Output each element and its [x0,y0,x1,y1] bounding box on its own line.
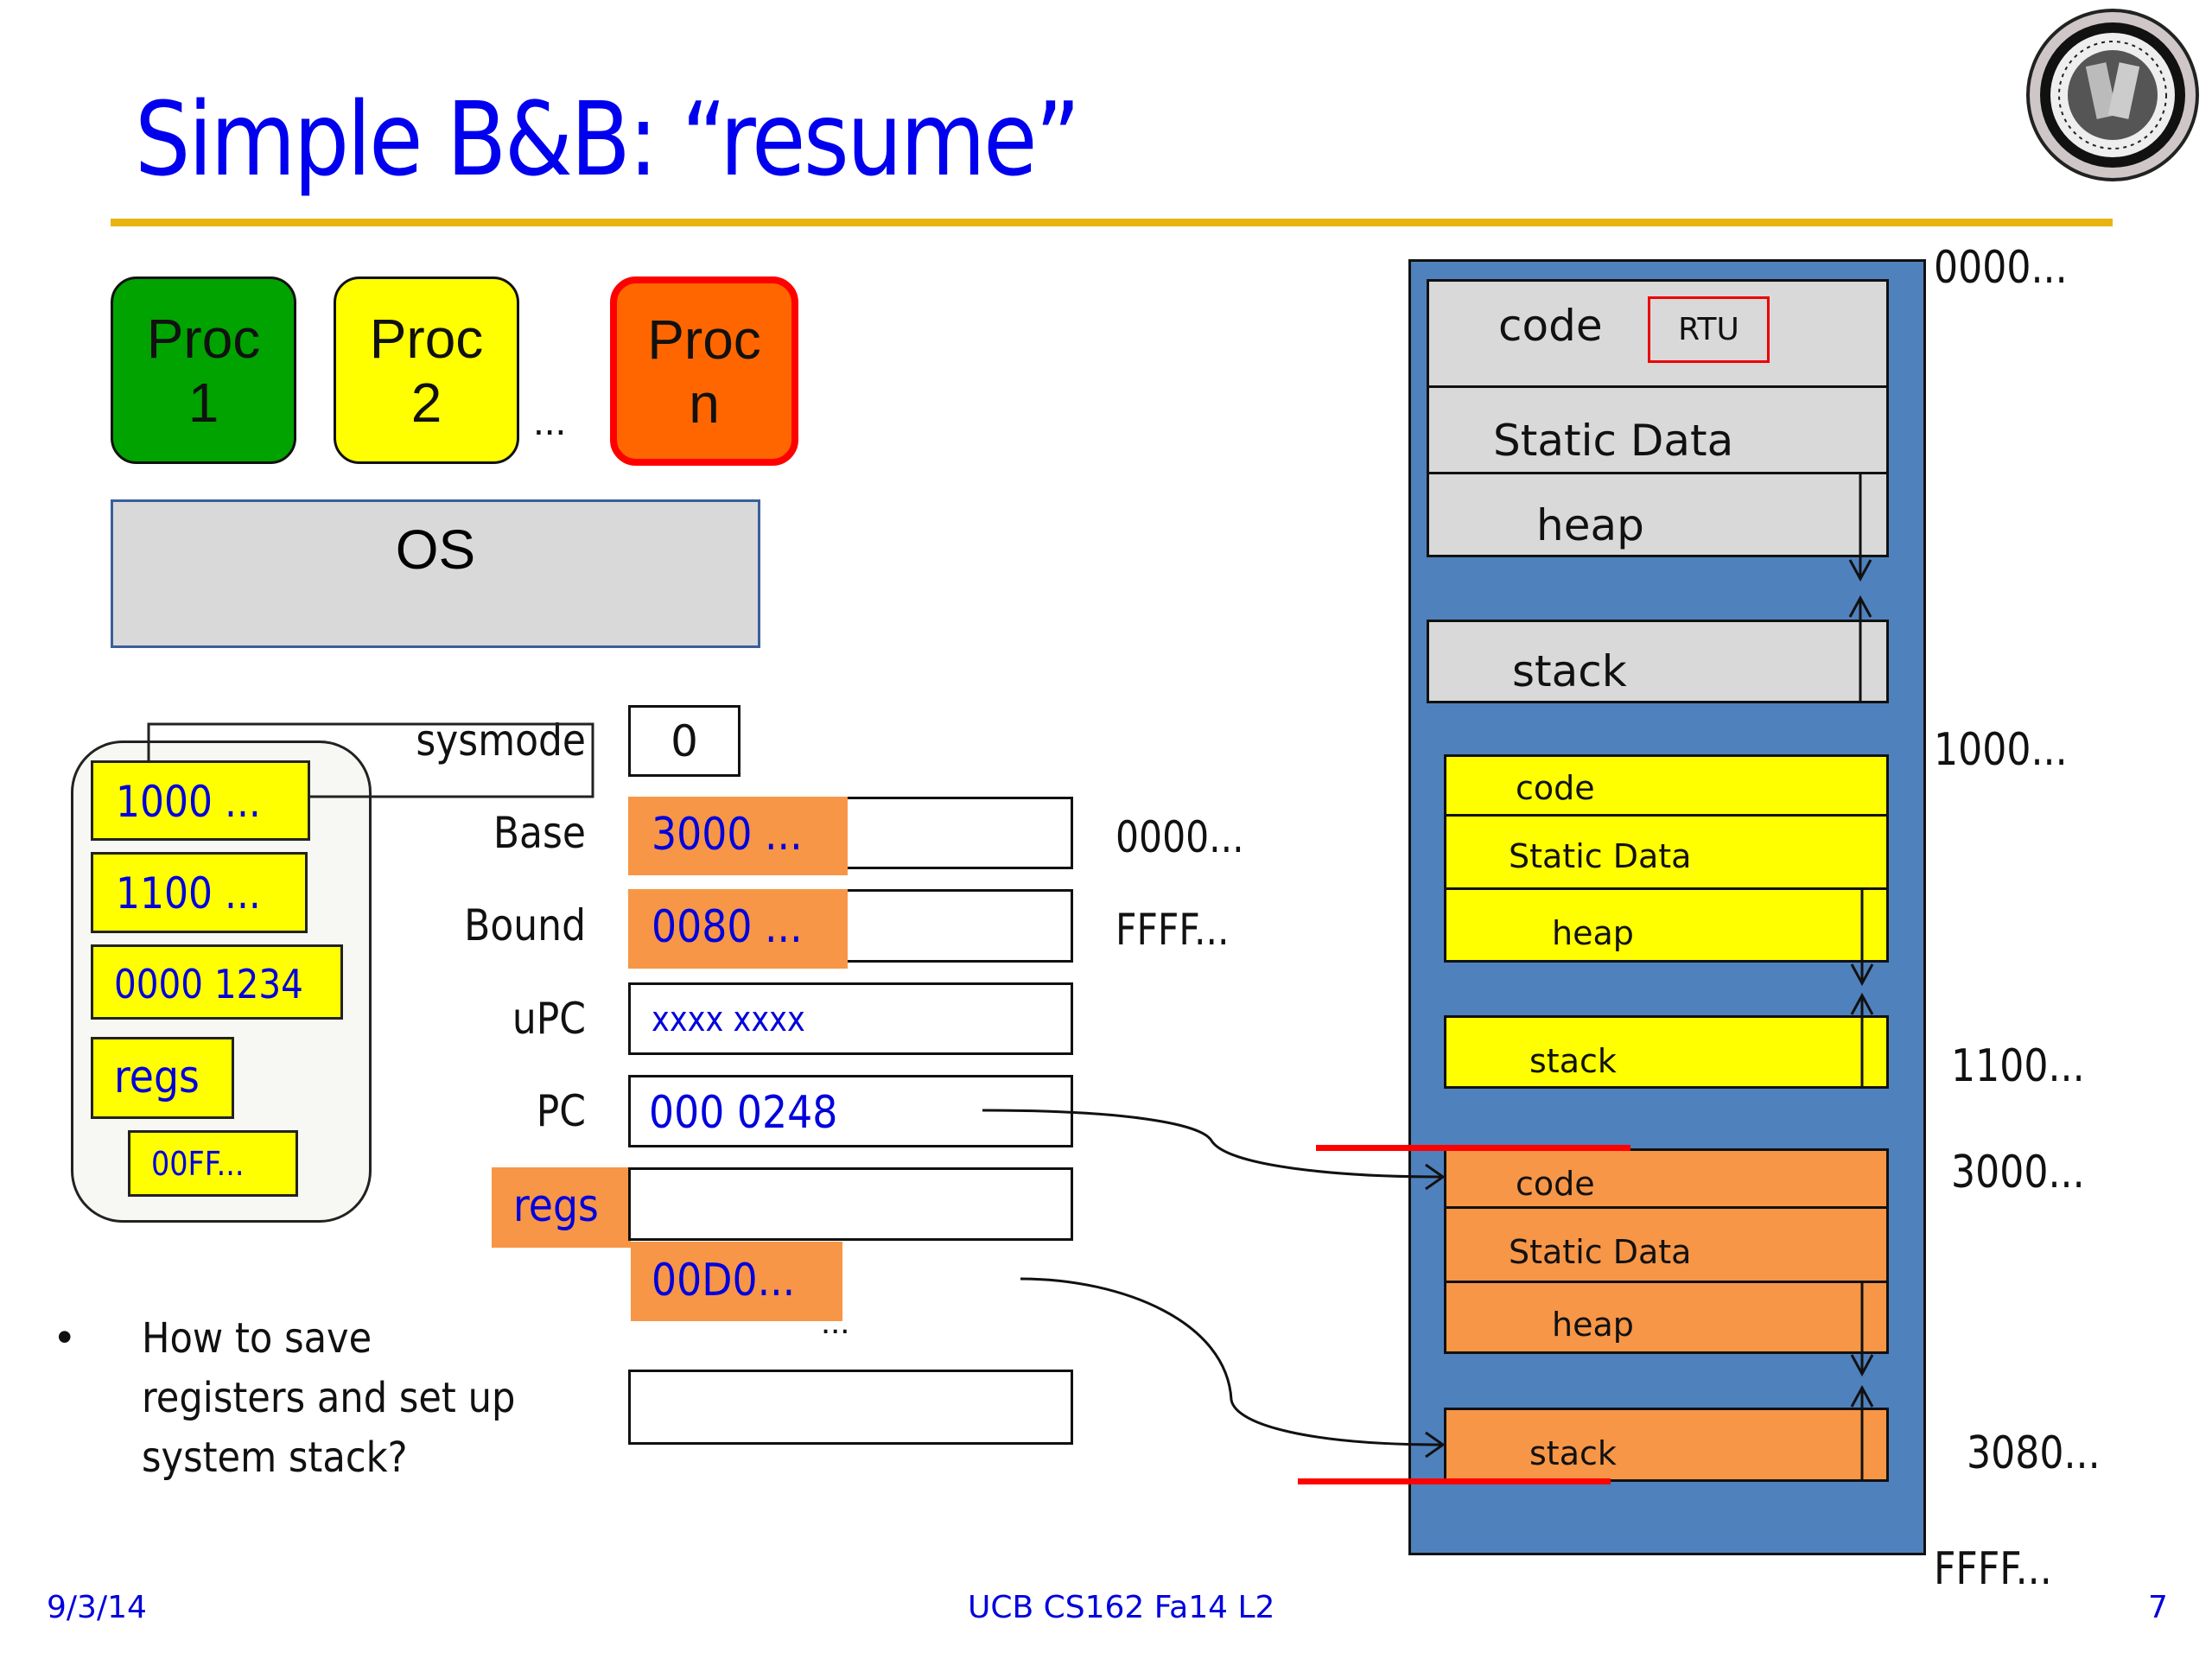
address-1100: 1100... [1951,1040,2085,1092]
os-heap-segment: heap [1427,472,1889,557]
register-ellipsis: ... [821,1303,850,1341]
pcb-stack-pointer: 00FF... [128,1130,298,1197]
university-seal-icon [2026,9,2199,181]
process-2-label: Proc [369,307,484,370]
procn-heap-segment: heap [1444,1281,1889,1354]
proc2-stack-segment: stack [1444,1015,1889,1089]
process-n-label: Proc [647,308,761,371]
bullet-dot: • [57,1313,73,1361]
regs-label-highlight [492,1167,631,1248]
proc2-heap-segment: heap [1444,887,1889,963]
sysmode-label: sysmode [416,715,586,766]
address-ffff: FFFF... [1934,1543,2052,1595]
bullet-line-3: system stack? [142,1433,408,1482]
footer-date: 9/3/14 [47,1590,147,1625]
base-register-value-highlight [628,797,848,875]
regs-register [628,1167,1073,1241]
procn-static-segment: Static Data [1444,1206,1889,1283]
process-ellipsis: ... [533,398,567,443]
pcb-base-value: 1000 ... [91,760,310,841]
base-register-value: 3000 ... [652,809,803,861]
sysmode-register: 0 [628,705,741,777]
bound-label: Bound [464,900,586,950]
address-0000: 0000... [1934,242,2068,294]
process-1-box: Proc 1 [111,276,296,464]
upc-label: uPC [512,994,586,1044]
last-register [628,1370,1073,1445]
address-1000: 1000... [1934,724,2068,776]
footer-course: UCB CS162 Fa14 L2 [968,1590,1275,1625]
slide-title: Simple B&B: “resume” [135,79,1081,199]
footer-page-number: 7 [2148,1590,2168,1625]
bullet-line-1: How to save [142,1314,372,1363]
stack-pointer-to-stack-arrow [1020,1277,1442,1446]
os-stack-segment: stack [1427,620,1889,703]
procn-code-segment: code [1444,1148,1889,1209]
pcb-regs: regs [91,1037,234,1119]
upc-register [628,982,1073,1055]
bound-register-value: 0080 ... [652,901,803,953]
pc-register-value: 000 0248 [649,1087,838,1139]
os-box: OS [111,499,760,648]
base-boundary-line [1316,1145,1630,1151]
regs-next-highlight [631,1242,842,1321]
pcb-pc-value: 0000 1234 [91,944,343,1020]
address-3080: 3080... [1967,1427,2101,1479]
os-static-segment: Static Data [1427,385,1889,474]
process-n-box: Proc n [610,276,798,466]
regs-label: regs [513,1180,599,1232]
bound-range-note: FFFF... [1116,905,1230,955]
process-n-number: n [689,372,720,435]
proc2-static-segment: Static Data [1444,814,1889,890]
process-1-number: 1 [188,371,219,434]
base-label: Base [493,808,586,858]
procn-stack-segment: stack [1444,1408,1889,1482]
bound-boundary-line [1298,1478,1611,1484]
pc-label: PC [536,1086,586,1136]
base-range-note: 0000... [1116,812,1244,862]
bound-register-value-highlight [628,889,848,969]
proc2-code-segment: code [1444,754,1889,817]
upc-register-value: xxxx xxxx [652,1000,805,1039]
rtu-instruction: RTU [1648,296,1770,363]
bullet-line-2: registers and set up [142,1374,516,1422]
process-2-number: 2 [410,371,442,434]
process-2-box: Proc 2 [334,276,519,464]
title-underline [111,219,2113,226]
pcb-bound-value: 1100 ... [91,852,308,933]
regs-next-value: 00D0... [652,1255,796,1306]
process-1-label: Proc [146,307,261,370]
address-3000: 3000... [1951,1147,2085,1198]
